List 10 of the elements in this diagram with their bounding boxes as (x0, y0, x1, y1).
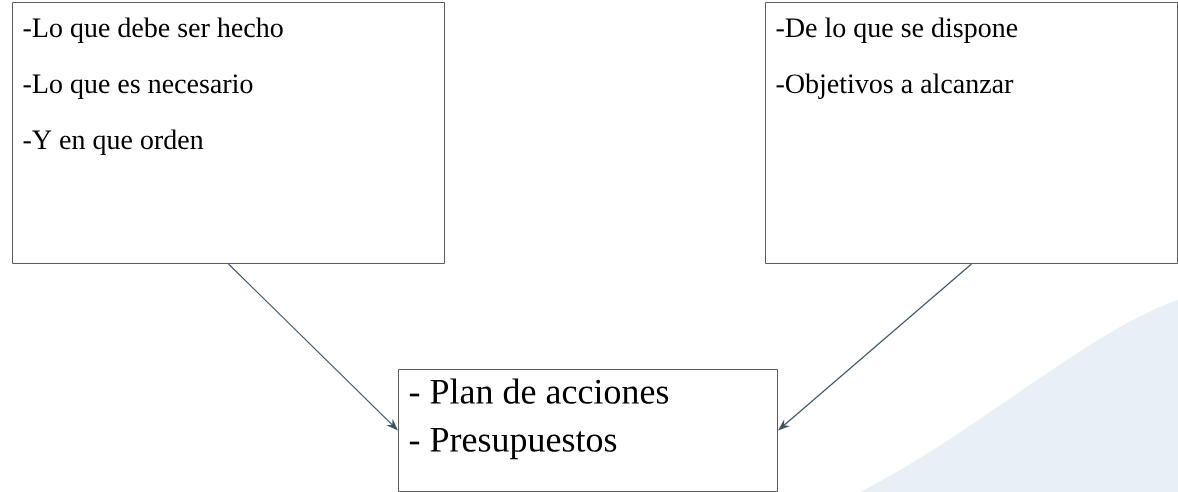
list-item: - Plan de acciones (409, 378, 669, 404)
list-item: - Presupuestos (409, 427, 617, 460)
text-box (398, 369, 778, 492)
list-item: -De lo que se dispone (776, 17, 1018, 43)
list-item: -Lo que debe ser hecho (23, 17, 283, 43)
text-box (765, 2, 1178, 264)
text-box (12, 2, 445, 264)
list-item: -Y en que orden (23, 129, 204, 155)
list-item: -Lo que es necesario (23, 74, 253, 99)
list-item: -Objetivos a alcanzar (776, 73, 1014, 99)
